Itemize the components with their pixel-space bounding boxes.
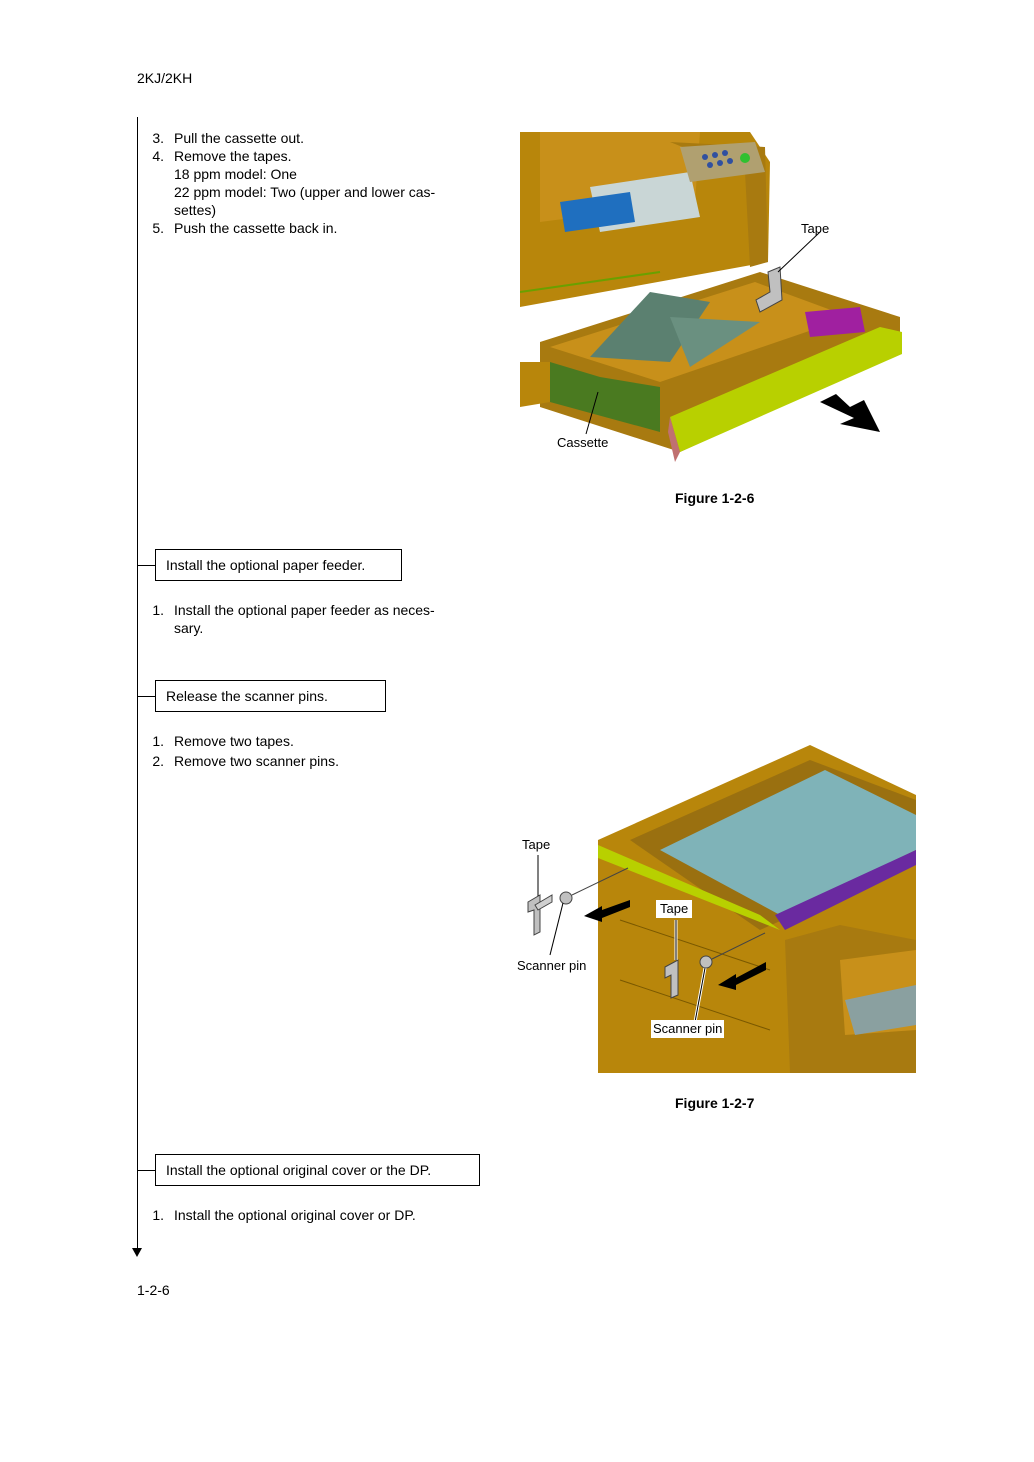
figure-caption: Figure 1-2-6 — [675, 490, 755, 506]
step-number: 5. — [152, 220, 164, 236]
cassette-figure — [520, 132, 902, 462]
section-title-box: Install the optional paper feeder. — [155, 549, 402, 581]
step-text: settes) — [174, 202, 217, 218]
flow-line — [137, 117, 138, 1250]
step-text: Remove the tapes. — [174, 148, 292, 164]
step-number: 1. — [152, 602, 164, 618]
scanner-pin-label-right: Scanner pin — [651, 1020, 725, 1038]
step-text: Push the cassette back in. — [174, 220, 338, 236]
step-number: 1. — [152, 733, 164, 749]
figure-caption: Figure 1-2-7 — [675, 1095, 755, 1111]
tape-label-left: Tape — [522, 837, 551, 852]
step-text: Remove two scanner pins. — [174, 753, 339, 769]
flow-branch — [137, 696, 155, 697]
header-model: 2KJ/2KH — [137, 70, 193, 86]
tape-label-right: Tape — [656, 900, 693, 918]
page-number: 1-2-6 — [137, 1282, 170, 1298]
flow-arrow-down-icon — [132, 1248, 142, 1257]
step-text: Pull the cassette out. — [174, 130, 304, 146]
step-text: Install the optional original cover or D… — [174, 1207, 416, 1223]
step-number: 3. — [152, 130, 164, 146]
step-text: 22 ppm model: Two (upper and lower cas- — [174, 184, 436, 200]
cassette-label: Cassette — [557, 435, 609, 450]
step-number: 4. — [152, 148, 164, 164]
step-text: sary. — [174, 620, 204, 636]
section-title-box: Install the optional original cover or t… — [155, 1154, 480, 1186]
step-text: 18 ppm model: One — [174, 166, 297, 182]
step-number: 2. — [152, 753, 164, 769]
scanner-pin-label-left: Scanner pin — [517, 958, 587, 973]
step-text: Remove two tapes. — [174, 733, 294, 749]
step-number: 1. — [152, 1207, 164, 1223]
scanner-pin-figure — [527, 745, 916, 1073]
tape-label: Tape — [801, 221, 830, 236]
flow-branch — [137, 565, 155, 566]
section-title-box: Release the scanner pins. — [155, 680, 386, 712]
step-text: Install the optional paper feeder as nec… — [174, 602, 435, 618]
flow-branch — [137, 1170, 155, 1171]
